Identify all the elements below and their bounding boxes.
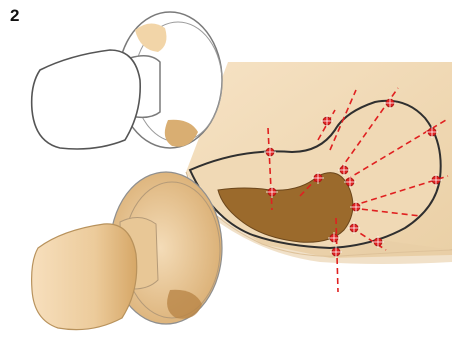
ghost-knob-outline: [32, 12, 222, 149]
solid-knob: [32, 172, 222, 330]
